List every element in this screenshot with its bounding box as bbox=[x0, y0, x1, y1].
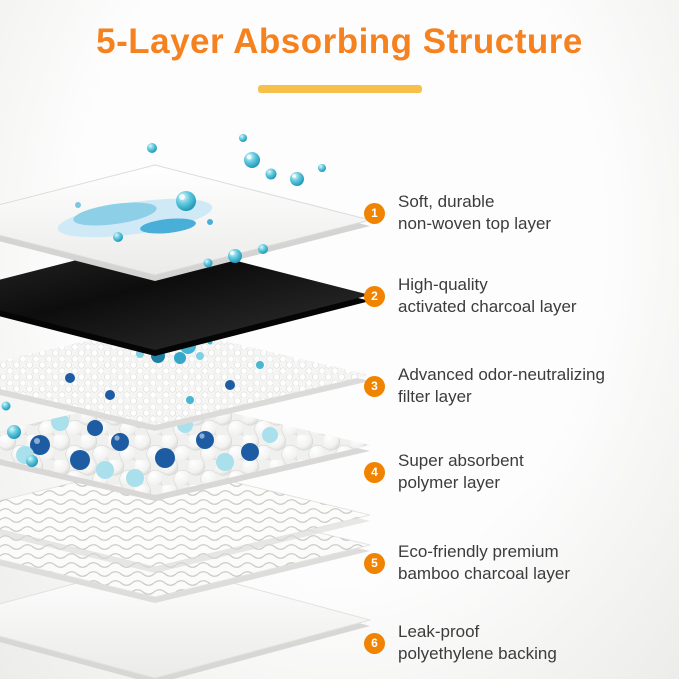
filter-layer-graphic bbox=[0, 325, 370, 431]
title-underline bbox=[257, 85, 422, 93]
wet-splash-graphic bbox=[57, 198, 213, 238]
legend-item-3: 3 Advanced odor-neutralizing filter laye… bbox=[364, 364, 605, 408]
layer-stack-illustration bbox=[0, 134, 372, 679]
legend-line: bamboo charcoal layer bbox=[398, 564, 570, 583]
legend-line: polyethylene backing bbox=[398, 644, 557, 663]
legend-label-1: Soft, durable non-woven top layer bbox=[398, 191, 551, 235]
legend-item-2: 2 High-quality activated charcoal layer bbox=[364, 274, 577, 318]
step-badge-3: 3 bbox=[364, 375, 385, 397]
legend-line: Soft, durable bbox=[398, 192, 495, 211]
step-badge-1: 1 bbox=[364, 202, 385, 224]
legend-item-1: 1 Soft, durable non-woven top layer bbox=[364, 191, 551, 235]
legend-item-4: 4 Super absorbent polymer layer bbox=[364, 450, 524, 494]
legend-line: Eco-friendly premium bbox=[398, 542, 559, 561]
step-badge-4: 4 bbox=[364, 461, 385, 483]
legend-item-5: 5 Eco-friendly premium bamboo charcoal l… bbox=[364, 541, 570, 585]
step-badge-5: 5 bbox=[364, 552, 385, 574]
top-layer-graphic bbox=[0, 164, 371, 281]
legend-line: Leak-proof bbox=[398, 622, 480, 641]
legend-label-3: Advanced odor-neutralizing filter layer bbox=[398, 364, 605, 408]
legend-label-4: Super absorbent polymer layer bbox=[398, 450, 524, 494]
legend-line: Advanced odor-neutralizing bbox=[398, 365, 605, 384]
legend-line: High-quality bbox=[398, 275, 488, 294]
polymer-layer-graphic bbox=[0, 395, 370, 501]
bamboo-layer-graphic bbox=[0, 462, 371, 603]
legend-label-6: Leak-proof polyethylene backing bbox=[398, 621, 557, 665]
legend-line: activated charcoal layer bbox=[398, 297, 577, 316]
legend-label-2: High-quality activated charcoal layer bbox=[398, 274, 577, 318]
step-badge-6: 6 bbox=[364, 632, 385, 654]
legend-line: Super absorbent bbox=[398, 451, 524, 470]
step-badge-2: 2 bbox=[364, 285, 385, 307]
legend-item-6: 6 Leak-proof polyethylene backing bbox=[364, 621, 557, 665]
legend-line: filter layer bbox=[398, 387, 472, 406]
page-title: 5-Layer Absorbing Structure bbox=[96, 22, 583, 61]
legend-label-5: Eco-friendly premium bamboo charcoal lay… bbox=[398, 541, 570, 585]
charcoal-layer-graphic bbox=[0, 240, 370, 356]
legend-line: non-woven top layer bbox=[398, 214, 552, 233]
water-droplets-graphic bbox=[1, 134, 326, 467]
legend-line: polymer layer bbox=[398, 473, 501, 492]
